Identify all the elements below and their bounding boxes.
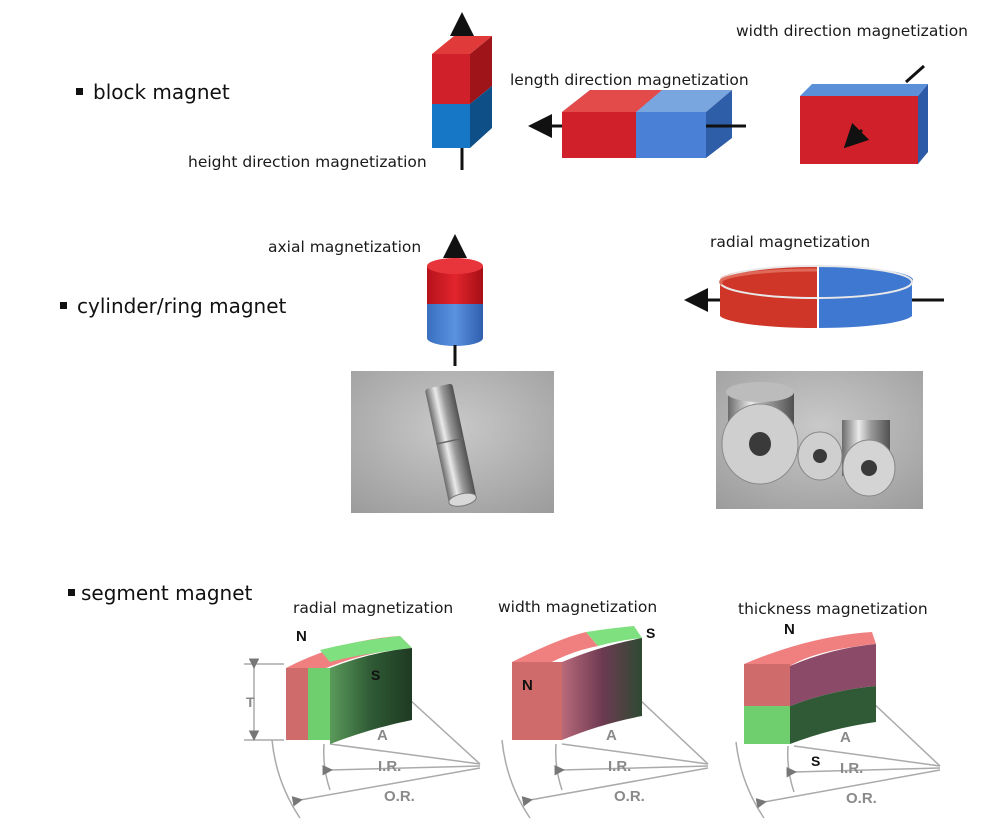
- photo-rod-magnets: [351, 371, 554, 513]
- dim-a-radial: A: [377, 727, 388, 744]
- segment-width-magnet: [501, 626, 709, 819]
- photo-ring-magnets: [716, 371, 923, 509]
- label-width-magnetization: width direction magnetization: [736, 22, 969, 40]
- bullet-icon: [60, 302, 67, 309]
- dim-or-thickness: O.R.: [846, 790, 877, 807]
- label-axial-magnetization: axial magnetization: [268, 238, 422, 256]
- section-block-title: block magnet: [93, 80, 230, 104]
- bullet-icon: [76, 88, 83, 95]
- bullet-icon: [68, 589, 75, 596]
- section-cylinder-magnet: cylinder/ring magnet: [60, 294, 286, 318]
- dim-ir-thickness: I.R.: [840, 760, 863, 777]
- label-radial-magnetization: radial magnetization: [710, 233, 871, 251]
- cylinder-axial-magnet: [427, 234, 483, 366]
- block-length-magnet: [528, 90, 746, 158]
- pole-s-thickness: S: [811, 753, 820, 769]
- label-segment-width: width magnetization: [498, 598, 658, 616]
- dim-or-width: O.R.: [614, 788, 645, 805]
- dim-or-radial: O.R.: [384, 788, 415, 805]
- section-cylinder-title: cylinder/ring magnet: [77, 294, 287, 318]
- segment-radial-magnet: [244, 636, 481, 819]
- label-segment-radial: radial magnetization: [293, 599, 454, 617]
- dim-t-label: T: [246, 694, 255, 710]
- dim-a-thickness: A: [840, 729, 851, 746]
- label-segment-thickness: thickness magnetization: [738, 600, 928, 618]
- dim-ir-radial: I.R.: [378, 758, 401, 775]
- label-height-magnetization: height direction magnetization: [188, 153, 427, 171]
- pole-s-width: S: [646, 625, 655, 641]
- pole-s-radial: S: [371, 667, 380, 683]
- pole-n-thickness: N: [784, 621, 795, 638]
- dim-ir-width: I.R.: [608, 758, 631, 775]
- block-width-magnet: [800, 64, 928, 164]
- dim-a-width: A: [606, 727, 617, 744]
- pole-n-radial: N: [296, 628, 307, 645]
- label-length-magnetization: length direction magnetization: [510, 71, 749, 89]
- section-segment-magnet: segment magnet: [68, 581, 252, 605]
- segment-thickness-magnet: [735, 632, 941, 819]
- section-block-magnet: block magnet: [76, 80, 230, 104]
- block-height-magnet: [432, 12, 492, 170]
- ring-radial-magnet: [684, 265, 944, 330]
- section-segment-title: segment magnet: [81, 581, 253, 605]
- pole-n-width: N: [522, 677, 533, 694]
